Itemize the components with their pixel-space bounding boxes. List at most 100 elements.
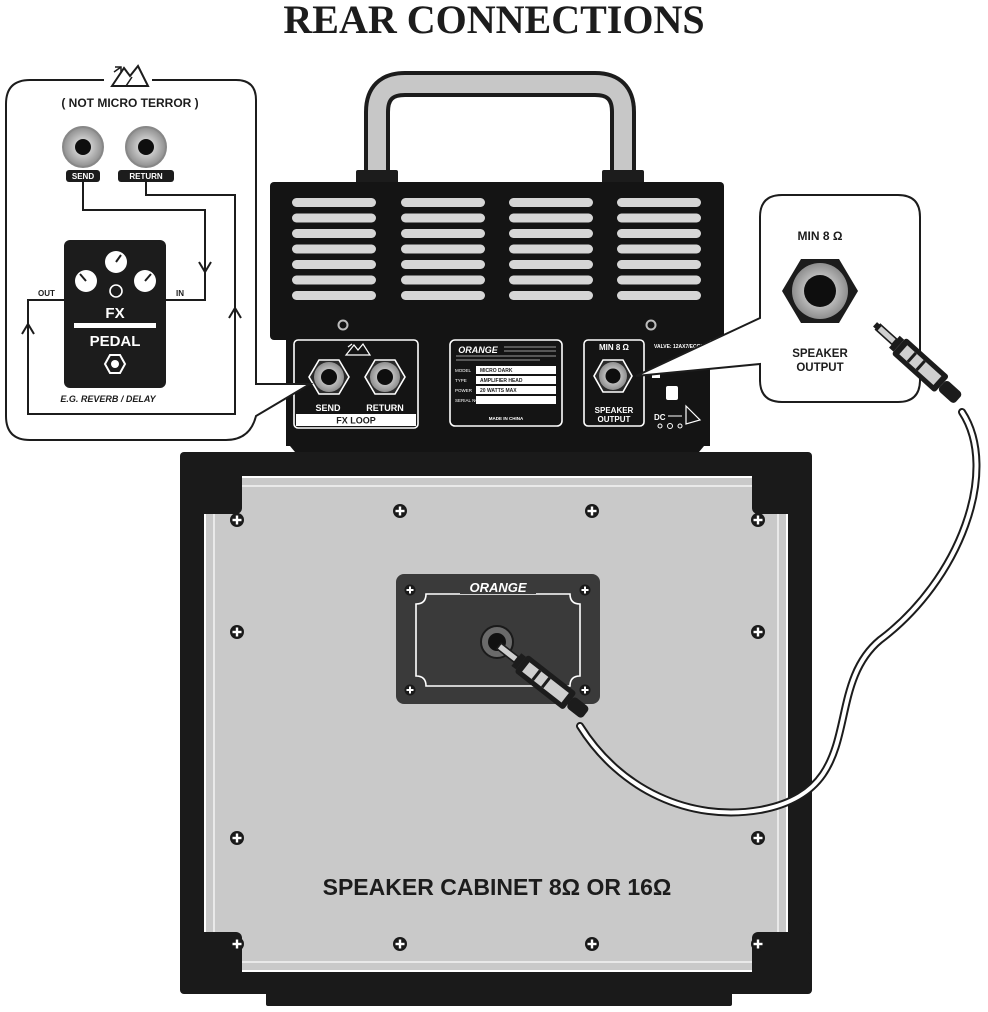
amp-return-label: RETURN <box>366 403 404 413</box>
plate-row-key: MODEL <box>455 368 472 373</box>
cabinet-jack-plug <box>495 642 589 718</box>
vent-slat <box>509 260 593 269</box>
screw-icon <box>393 937 407 951</box>
vent-slat <box>509 244 593 254</box>
fx-loop-inset: ( NOT MICRO TERROR ) SEND RETURN OUT IN <box>5 64 314 441</box>
fx-pedal: FX PEDAL <box>64 240 166 388</box>
plate-made-in: MADE IN CHINA <box>489 416 524 421</box>
speaker-cabinet: ORANGE SPEAKER CABINET 8Ω OR 16Ω <box>180 452 812 1006</box>
vent-slat <box>509 213 593 223</box>
vent-slat <box>401 244 485 254</box>
fx-loop-small-icon <box>344 342 372 356</box>
plate-row-box <box>476 376 556 384</box>
inset-speaker-jack[interactable] <box>782 259 858 323</box>
vent-slat <box>617 291 701 300</box>
amp-head: SEND RETURN FX LOOP ORANGE MODEL MICRO DA… <box>270 71 724 458</box>
screw-icon <box>404 684 416 696</box>
plate-brand: ORANGE <box>458 345 498 355</box>
amp-valve-text: VALVE: 12AX7/ECC83 <box>654 344 706 350</box>
screw-icon <box>751 831 765 845</box>
screw-icon <box>585 504 599 518</box>
screw-icon <box>585 937 599 951</box>
amp-data-plate: ORANGE MODEL MICRO DARK TYPE AMPLIFIER HEAD… <box>449 339 563 427</box>
pedal-footswitch[interactable] <box>103 354 127 374</box>
vent-slat <box>617 260 701 269</box>
speaker-cable <box>495 322 981 817</box>
screw-icon <box>230 831 244 845</box>
inset-impedance-label: MIN 8 Ω <box>798 229 843 243</box>
amp-return-jack[interactable] <box>364 359 406 395</box>
vent-slat <box>401 275 485 285</box>
vent-slat <box>292 229 376 238</box>
vent-slat <box>617 275 701 285</box>
jack-plug-icon <box>873 322 962 403</box>
speaker-output-panel <box>583 339 645 427</box>
amp-dc-label: DC <box>654 413 666 422</box>
vent-slat <box>292 213 376 223</box>
cabinet-label: SPEAKER CABINET 8Ω OR 16Ω <box>323 874 672 900</box>
speaker-inset-bubble <box>635 194 921 403</box>
vent-slat <box>292 244 376 254</box>
speaker-output-inset: MIN 8 Ω SPEAKER OUTPUT <box>635 194 921 403</box>
plate-row-key: SERIAL NO. <box>455 398 480 403</box>
vent-slat <box>509 229 593 238</box>
amp-send-jack[interactable] <box>308 359 350 395</box>
pedal-led <box>109 284 123 298</box>
amp-send-label: SEND <box>315 403 341 413</box>
inset-return-jack[interactable] <box>125 126 167 168</box>
vent-slat <box>509 291 593 300</box>
cabinet-jack-plate: ORANGE <box>396 574 600 704</box>
amp-speaker-min: MIN 8 Ω <box>599 343 630 352</box>
plate-row-key: POWER <box>455 388 473 393</box>
pedal-to-return-line <box>27 182 236 415</box>
screw-icon <box>751 937 765 951</box>
plate-row-box <box>476 386 556 394</box>
plate-row-box <box>476 366 556 374</box>
vent-slat <box>617 213 701 223</box>
amp-speaker-jack[interactable] <box>593 359 633 393</box>
pedal-label-fx: FX <box>105 305 124 322</box>
cabinet-brand: ORANGE <box>469 580 526 595</box>
screw-icon <box>751 625 765 639</box>
plate-row-value: MICRO DARK <box>480 368 513 374</box>
vent-slat <box>401 260 485 269</box>
plate-row-key: TYPE <box>455 378 467 383</box>
vent-slat <box>401 213 485 223</box>
vent-slat <box>617 229 701 238</box>
amp-body <box>270 182 724 340</box>
plate-row-value: AMPLIFIER HEAD <box>480 378 523 384</box>
plate-row-value: 20 WATTS MAX <box>480 388 517 394</box>
vent-slat <box>617 244 701 254</box>
screw-icon <box>751 513 765 527</box>
vent-slat <box>401 229 485 238</box>
vent-slat <box>617 198 701 207</box>
vent-slat <box>401 198 485 207</box>
vent-slat <box>292 291 376 300</box>
screw-icon <box>230 513 244 527</box>
pedal-label-pedal: PEDAL <box>90 333 141 350</box>
pedal-out-label: OUT <box>38 289 55 298</box>
vent-slat <box>292 275 376 285</box>
plate-row-box <box>476 396 556 404</box>
screw-icon <box>230 937 244 951</box>
screw-icon <box>579 684 591 696</box>
not-micro-terror-note: ( NOT MICRO TERROR ) <box>61 96 198 110</box>
screw-icon <box>579 584 591 596</box>
inset-speaker-label-2: OUTPUT <box>796 362 843 374</box>
amp-vents <box>292 198 701 300</box>
screw-icon <box>230 625 244 639</box>
inset-send-label: SEND <box>72 172 94 181</box>
screw-icon <box>393 504 407 518</box>
inset-return-label: RETURN <box>129 172 163 181</box>
pedal-in-label: IN <box>176 289 184 298</box>
send-to-pedal-line <box>82 182 206 270</box>
screw-icon <box>404 584 416 596</box>
vent-slat <box>292 198 376 207</box>
amp-fx-loop-label: FX LOOP <box>336 416 376 426</box>
vent-slat <box>509 198 593 207</box>
amp-speaker-label-1: SPEAKER <box>595 406 634 415</box>
vent-slat <box>509 275 593 285</box>
cabinet-panel <box>204 476 788 972</box>
inset-send-jack[interactable] <box>62 126 104 168</box>
